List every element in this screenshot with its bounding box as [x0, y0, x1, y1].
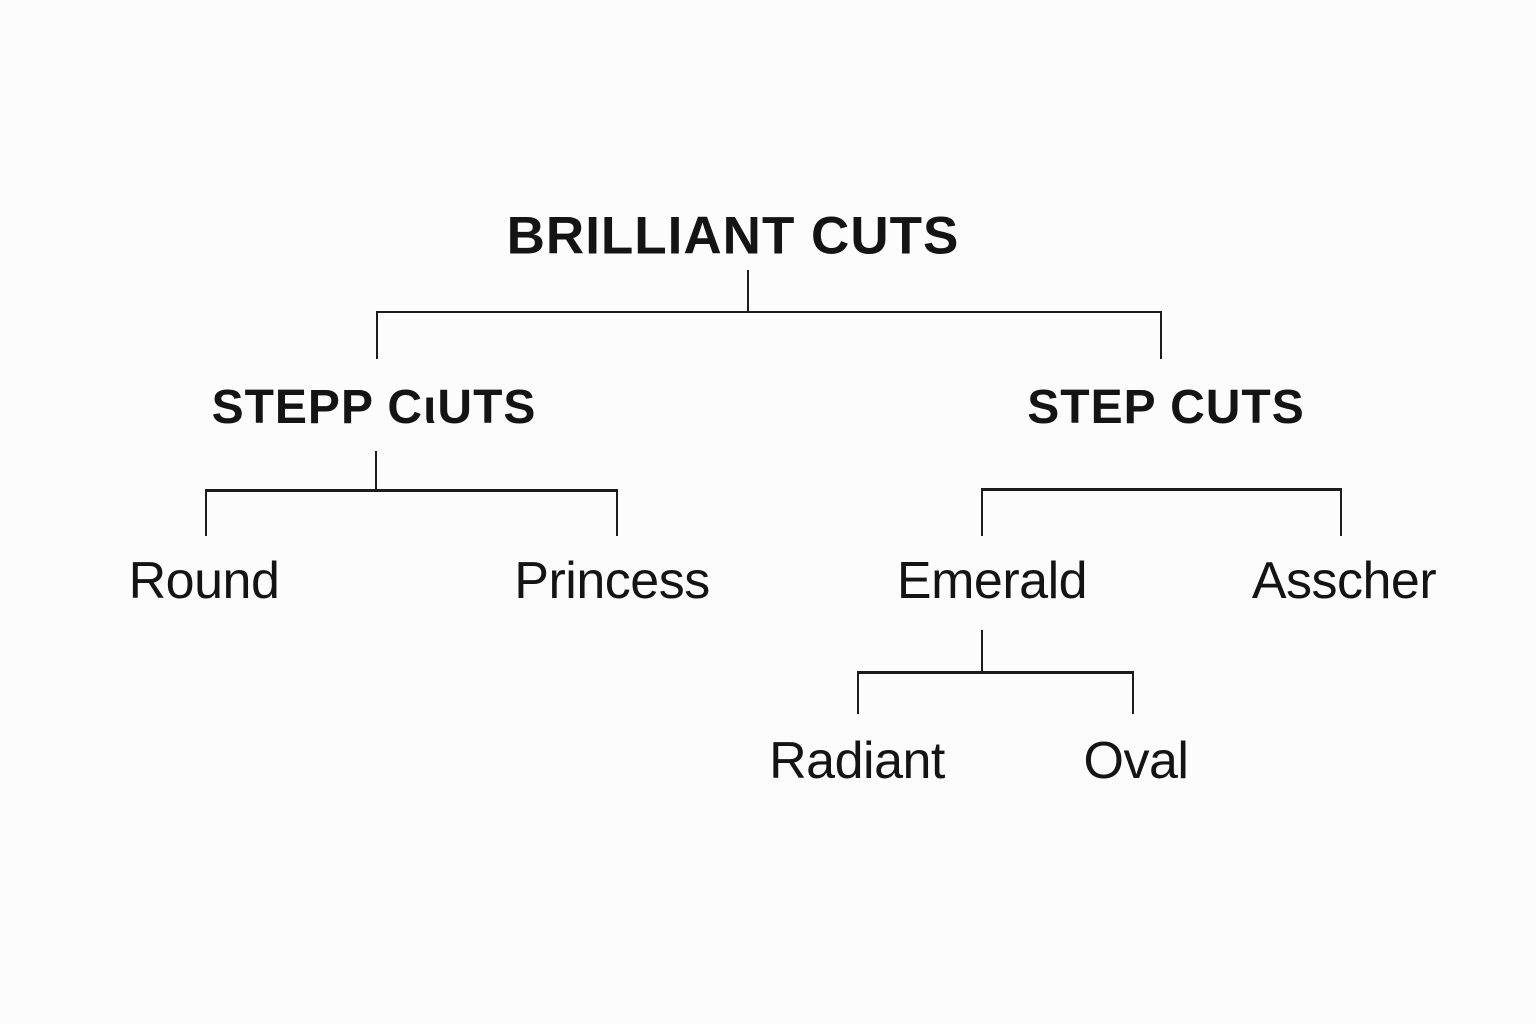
connector-left-branch-stub [375, 451, 377, 491]
connector-right-branch-drop-asscher [1340, 488, 1342, 536]
connector-emerald-drop-oval [1132, 671, 1134, 714]
connector-root-stub [747, 270, 749, 312]
node-stepp-cuts-left: STEPP CιUTS [211, 381, 537, 434]
connector-root-left-drop [376, 311, 378, 359]
connector-emerald-stub [981, 630, 983, 672]
connector-right-branch-horizontal [981, 488, 1342, 491]
node-radiant: Radiant [769, 732, 945, 790]
connector-emerald-horizontal [857, 671, 1134, 674]
connector-right-branch-drop-emerald [981, 488, 983, 536]
node-brilliant-cuts: BRILLIANT CUTS [506, 206, 960, 266]
node-asscher: Asscher [1251, 552, 1437, 610]
node-round: Round [128, 552, 280, 610]
connector-root-horizontal [376, 311, 1162, 313]
node-emerald: Emerald [896, 552, 1088, 610]
node-oval: Oval [1083, 732, 1189, 790]
connector-emerald-drop-radiant [857, 671, 859, 714]
connector-left-branch-horizontal [205, 489, 618, 492]
connector-left-branch-drop-round [205, 489, 207, 536]
node-step-cuts-right: STEP CUTS [1027, 381, 1305, 434]
connector-root-right-drop [1160, 311, 1162, 359]
connector-left-branch-drop-princess [616, 489, 618, 536]
node-princess: Princess [514, 552, 710, 610]
